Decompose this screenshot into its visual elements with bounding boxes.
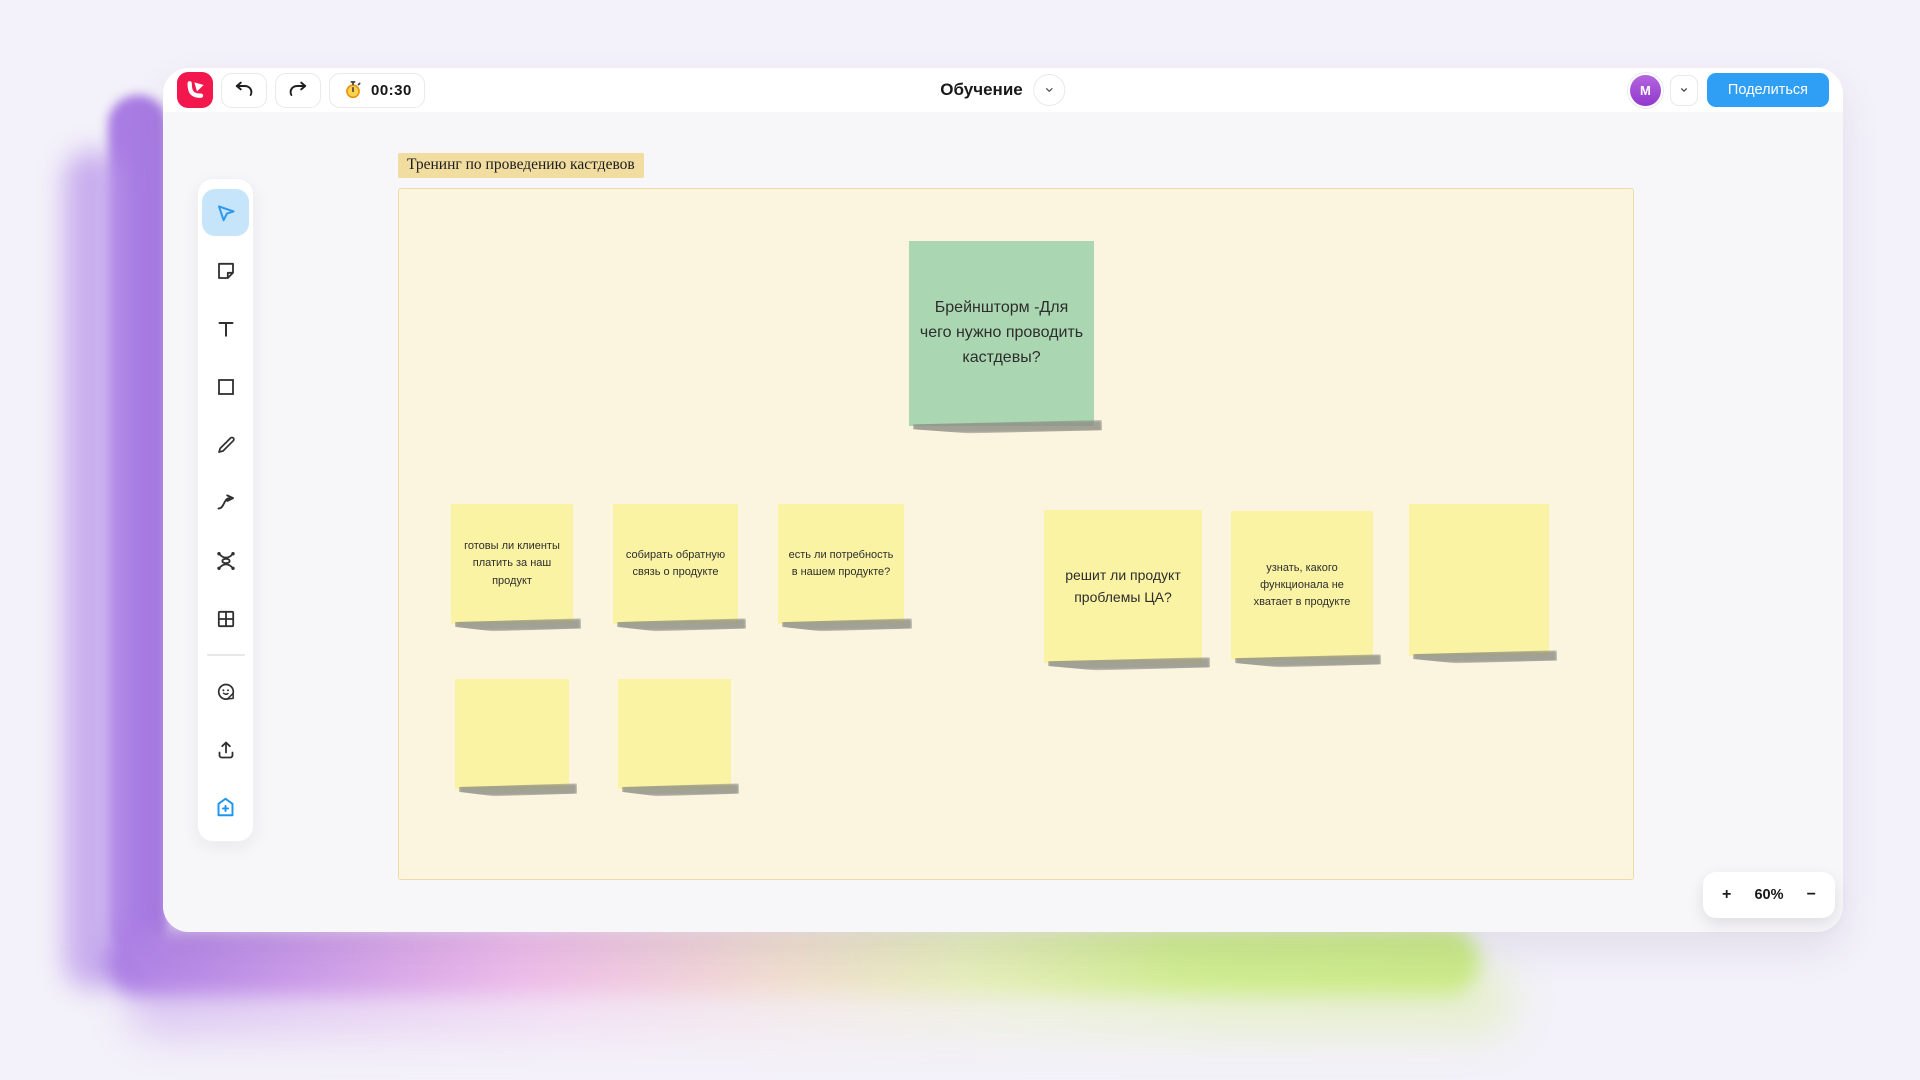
toolbar-divider [206,654,245,656]
top-toolbar: 00:30 Обучение M [163,68,1843,112]
sticky-note-shadow [622,783,739,796]
stopwatch-icon [342,79,364,101]
sticky-note-shadow [617,618,746,631]
tool-sticker-button[interactable] [202,668,249,715]
undo-button[interactable] [221,72,267,108]
background-decoration-purple-column [108,95,168,955]
square-shape-icon [214,375,238,399]
select-cursor-icon [214,201,238,225]
table-grid-icon [214,607,238,631]
chevron-down-icon [1677,83,1691,97]
tool-mindmap-button[interactable] [202,537,249,584]
redo-button[interactable] [275,72,321,108]
sticky-note-brainstorm[interactable]: Брейншторм -Для чего нужно проводить кас… [909,241,1094,426]
tool-table-button[interactable] [202,595,249,642]
sticky-note-text: Брейншторм -Для чего нужно проводить кас… [919,299,1084,366]
sticky-note-text: есть ли потребность в нашем продукте? [788,548,894,578]
app-window: 00:30 Обучение M [163,68,1843,932]
timer-button[interactable]: 00:30 [329,72,425,108]
sticky-note-text: узнать, какого функционала не хватает в … [1253,561,1351,609]
tools-sidebar [197,178,254,842]
sticky-note-solve[interactable]: решит ли продукт проблемы ЦА? [1044,510,1202,663]
sticky-note-shadow [1048,657,1210,671]
tool-pen-button[interactable] [202,421,249,468]
avatar-initial: M [1640,82,1651,98]
sticky-note-empty-3[interactable] [618,679,731,789]
sticky-note-shadow [913,420,1102,434]
timer-value: 00:30 [371,81,412,99]
text-icon [214,317,238,341]
sticky-note-empty-2[interactable] [455,679,569,789]
sticky-note-empty-1[interactable] [1409,504,1549,656]
background-decoration-purple-column-soft [64,150,122,990]
sticker-smiley-icon [214,680,238,704]
sticky-note-shadow [455,618,581,631]
redo-icon [286,78,310,102]
share-button[interactable]: Поделиться [1706,73,1829,107]
board-canvas[interactable]: Тренинг по проведению кастдевов Брейншто… [163,112,1843,932]
sticky-note-need[interactable]: есть ли потребность в нашем продукте? [778,504,904,624]
sticky-note-icon [214,259,238,283]
app-logo-button[interactable] [177,72,213,108]
tool-shape-button[interactable] [202,363,249,410]
zoom-out-button[interactable]: − [1803,884,1820,906]
connector-arrow-icon [214,491,238,515]
tool-text-button[interactable] [202,305,249,352]
frame-title[interactable]: Тренинг по проведению кастдевов [398,153,644,178]
mindmap-icon [214,549,238,573]
sticky-note-pay[interactable]: готовы ли клиенты платить за наш продукт [451,504,573,624]
tool-add-frame-button[interactable] [202,784,249,831]
tool-connector-button[interactable] [202,479,249,526]
upload-icon [214,738,238,762]
tool-select-button[interactable] [202,189,249,236]
sticky-note-features[interactable]: узнать, какого функционала не хватает в … [1231,511,1373,660]
sticky-note-shadow [1413,650,1557,664]
add-frame-icon [213,795,238,820]
sticky-note-text: собирать обратную связь о продукте [625,548,726,578]
user-menu-button[interactable] [1669,74,1698,106]
zoom-in-button[interactable]: + [1718,884,1735,906]
background-decoration-gradient-band-soft [125,965,1515,1037]
user-avatar[interactable]: M [1629,74,1661,106]
sticky-note-text: решит ли продукт проблемы ЦА? [1065,566,1181,605]
app-logo-icon [183,78,207,102]
board-title-group: Обучение [940,68,1066,112]
tool-sticky-note-button[interactable] [202,247,249,294]
pencil-icon [214,433,238,457]
sticky-note-shadow [459,783,577,796]
tool-upload-button[interactable] [202,726,249,773]
sticky-note-feedback[interactable]: собирать обратную связь о продукте [613,504,738,624]
chevron-down-icon [1042,82,1058,98]
topbar-left-group: 00:30 [177,72,425,108]
board-frame[interactable]: Брейншторм -Для чего нужно проводить кас… [398,188,1634,880]
zoom-control: + 60% − [1703,872,1835,918]
sticky-note-shadow [782,618,912,631]
undo-icon [232,78,256,102]
background-decoration-gradient-band [105,928,1480,996]
topbar-right-group: M Поделиться [1629,73,1829,107]
zoom-level: 60% [1754,887,1784,903]
board-title-menu-button[interactable] [1033,74,1066,106]
sticky-note-text: готовы ли клиенты платить за наш продукт [464,540,560,587]
board-title[interactable]: Обучение [940,80,1023,99]
sticky-note-shadow [1235,654,1381,668]
